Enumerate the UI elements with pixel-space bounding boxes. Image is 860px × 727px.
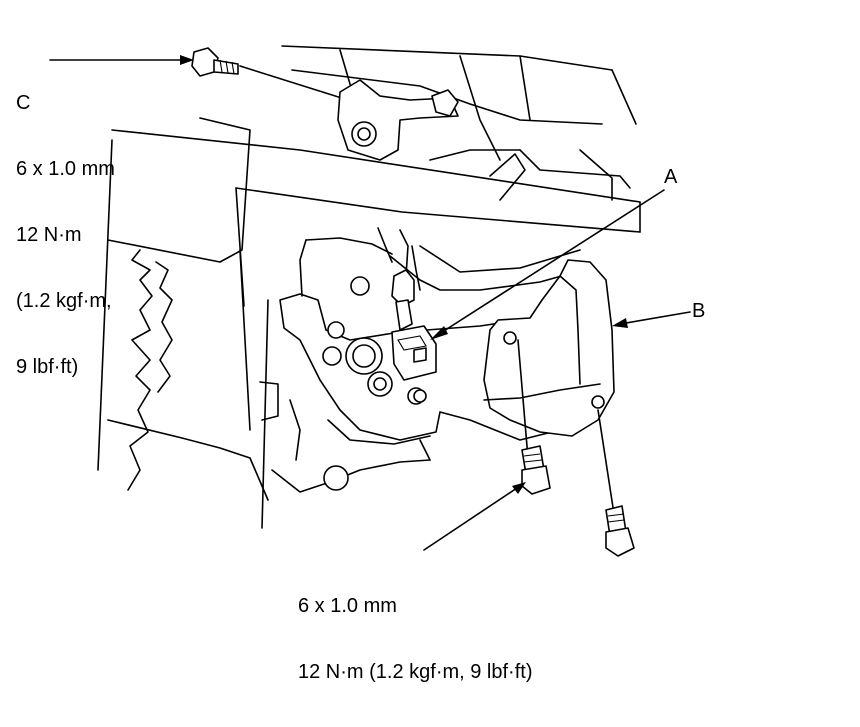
sensor-plug (322, 276, 425, 491)
label-bottom-torque: 12 N·m (1.2 kgf·m, 9 lbf·ft) (298, 661, 533, 683)
label-c-torque-nm: 12 N·m (16, 224, 82, 246)
crossbar (111, 129, 641, 233)
connector-a (391, 325, 437, 381)
label-c-spec: C 6 x 1.0 mm 12 N·m (1.2 kgf·m, 9 lbf·ft… (16, 48, 115, 400)
wiring-harness (377, 227, 591, 331)
leader-lines (49, 55, 691, 551)
label-bottom-size: 6 x 1.0 mm (298, 595, 397, 617)
label-c-letter: C (16, 92, 31, 114)
label-a-letter: A (664, 166, 678, 188)
engine-block (97, 117, 279, 529)
bracket-b (413, 259, 615, 437)
upper-frame (239, 45, 637, 201)
label-b-letter: B (692, 300, 706, 322)
upper-clamp (337, 79, 459, 161)
bolt-bottom-left (517, 339, 551, 495)
label-c-torque-lbf: 9 lbf·ft) (16, 356, 79, 378)
bolt-c (191, 47, 239, 77)
bolt-bottom-right (597, 409, 635, 557)
label-c-size: 6 x 1.0 mm (16, 158, 115, 180)
label-bottom-spec: 6 x 1.0 mm 12 N·m (1.2 kgf·m, 9 lbf·ft) (298, 551, 533, 705)
label-c-torque-kgf: (1.2 kgf·m, (16, 290, 112, 312)
